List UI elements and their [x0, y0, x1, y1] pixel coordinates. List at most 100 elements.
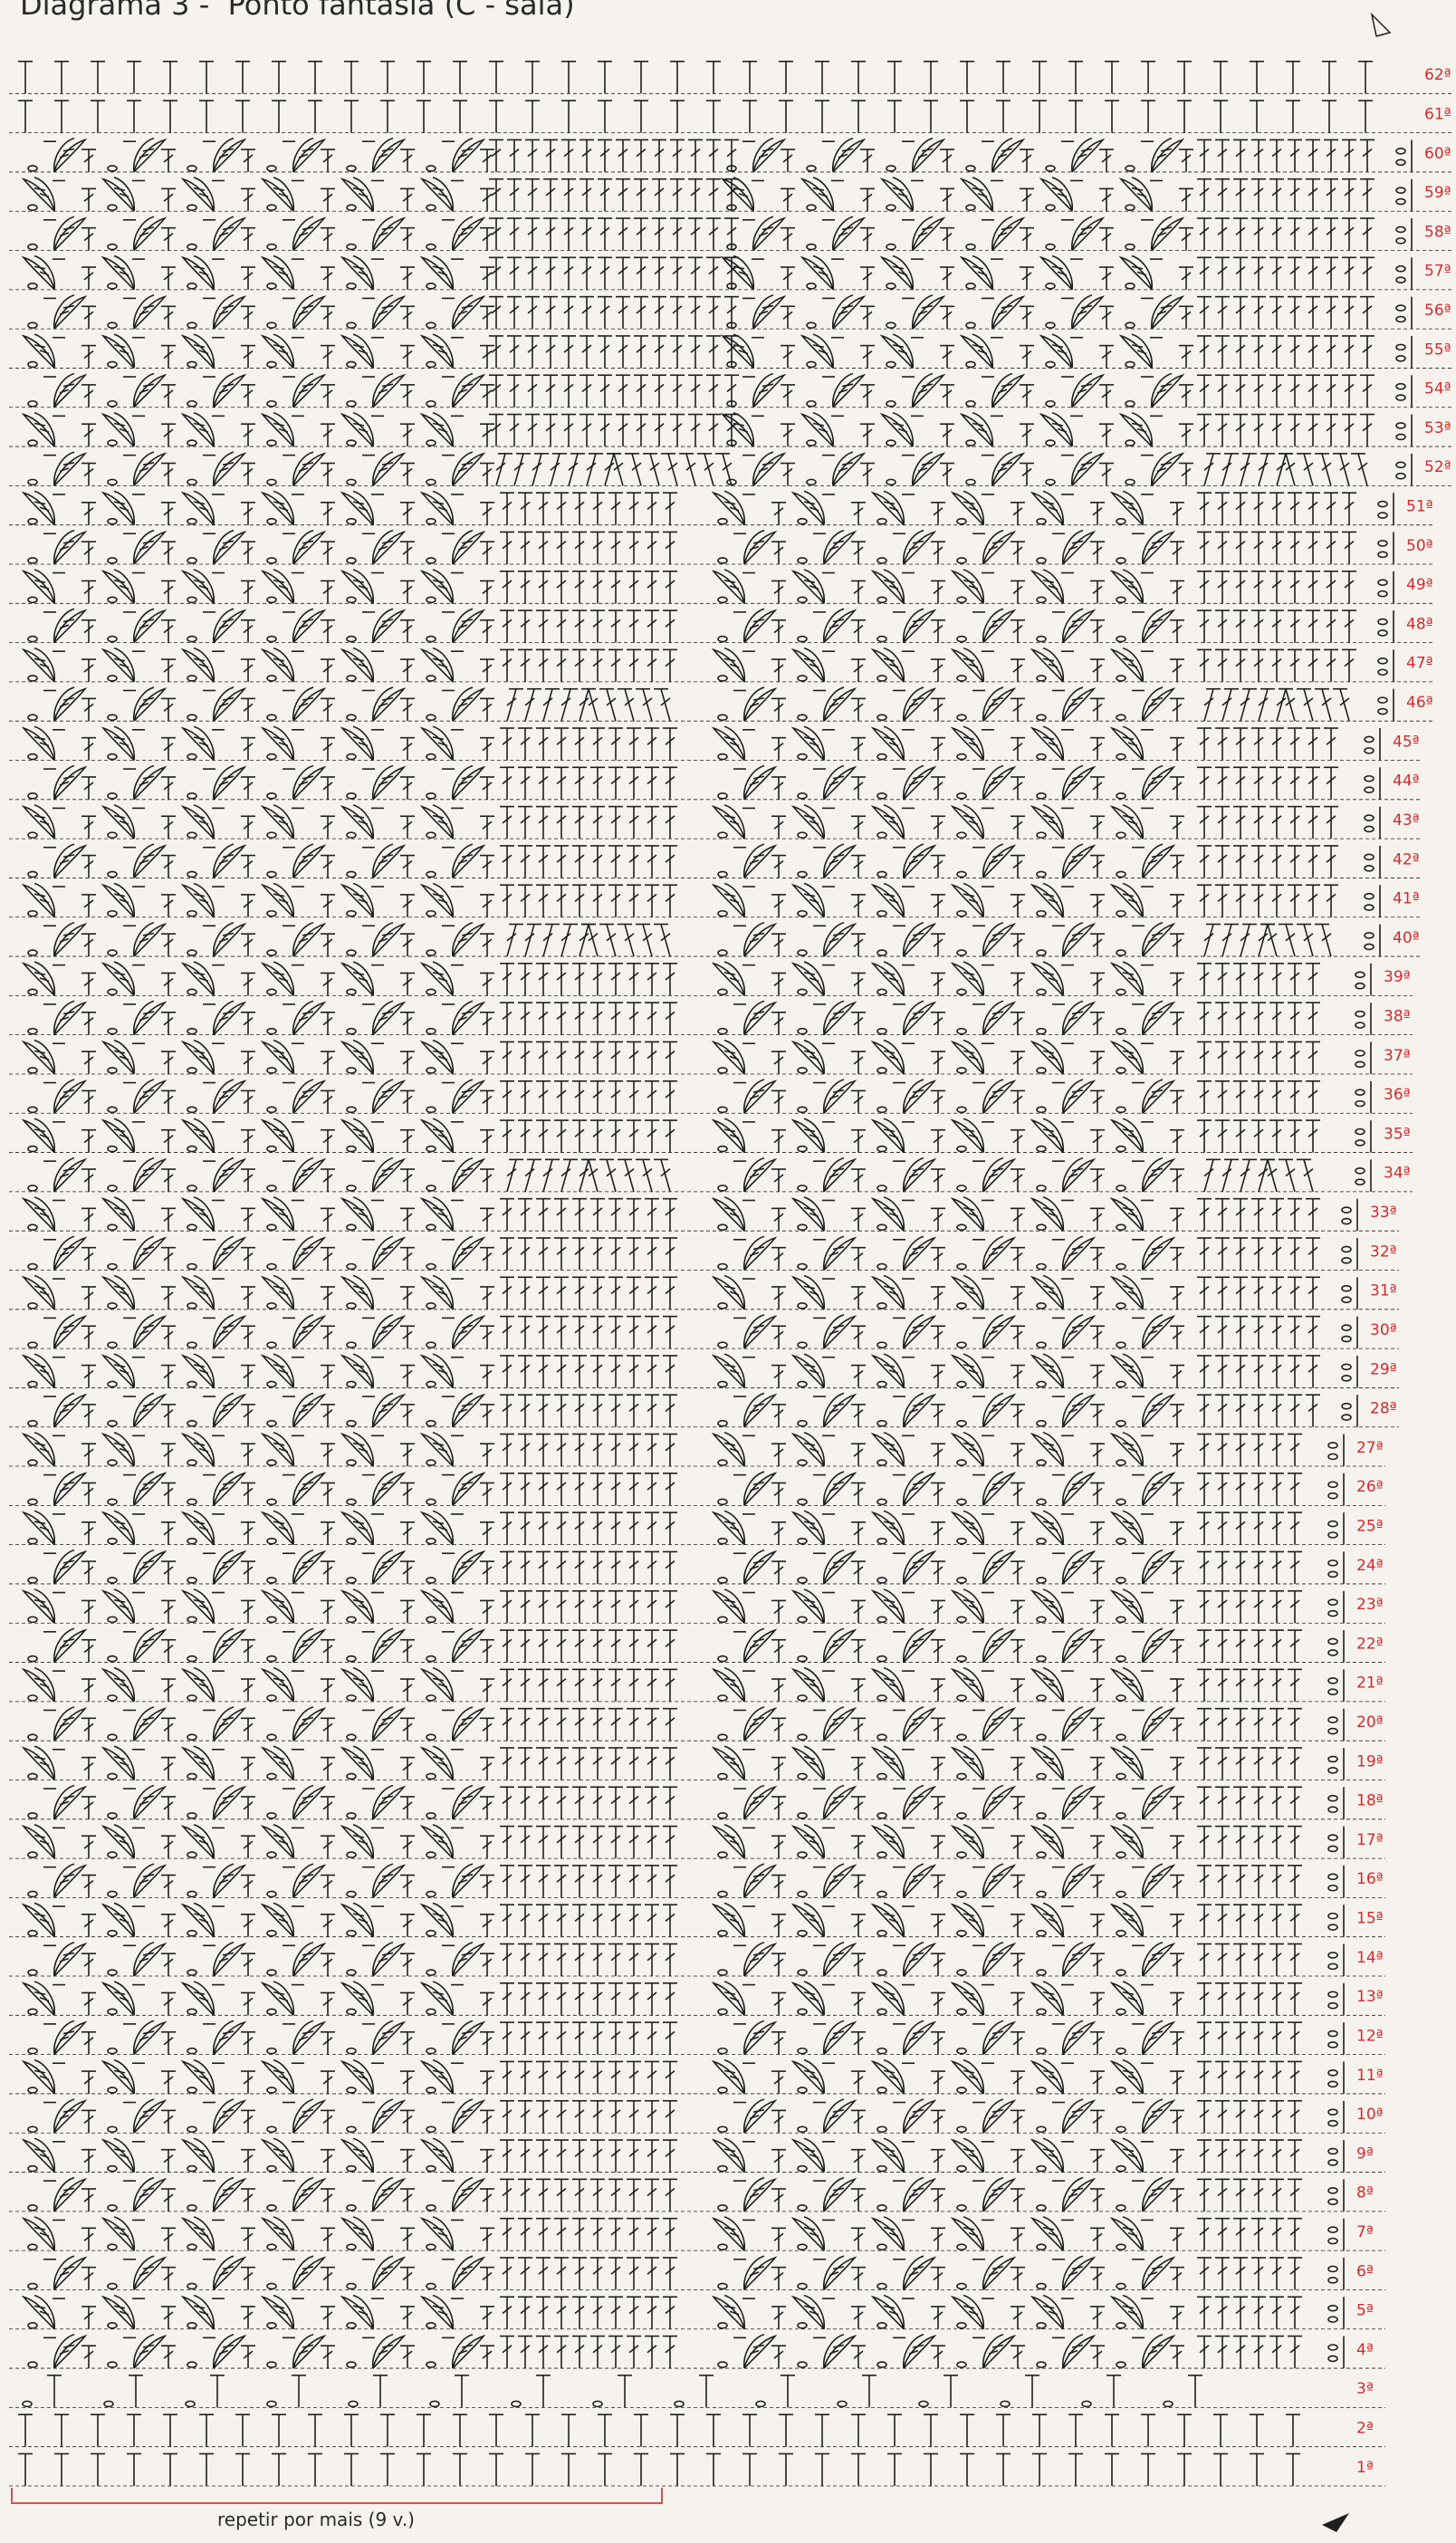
row-number-label: 50ª [1406, 537, 1433, 555]
row-number-label: 3ª [1356, 2380, 1374, 2398]
chart-row [9, 962, 1413, 995]
chart-row [9, 1668, 1385, 1702]
chart-row [9, 2060, 1385, 2094]
row-number-label: 31ª [1370, 1282, 1397, 1300]
row-number-label: 34ª [1384, 1165, 1411, 1183]
row-number-label: 8ª [1356, 2184, 1374, 2202]
row-number-label: 33ª [1370, 1204, 1397, 1222]
chart-row [9, 1589, 1385, 1623]
chart-row [9, 766, 1422, 800]
chart-row [9, 1315, 1399, 1348]
repeat-note: repetir por mais (9 v.) [217, 2509, 415, 2530]
row-number-label: 44ª [1393, 772, 1420, 791]
row-number-label: 29ª [1370, 1360, 1397, 1378]
row-number-label: 42ª [1393, 850, 1420, 868]
chart-row [9, 334, 1453, 368]
chart-row [9, 883, 1422, 916]
chart-row [9, 1903, 1385, 1936]
row-number-label: 17ª [1356, 1831, 1384, 1849]
chart-row [9, 1511, 1385, 1544]
chart-row [9, 1825, 1385, 1858]
chart-row [9, 687, 1435, 721]
row-number-label: 57ª [1424, 263, 1451, 281]
chart-row [9, 1550, 1385, 1584]
end-arrow-icon [1372, 14, 1390, 36]
row-number-label: 6ª [1356, 2262, 1374, 2280]
row-number-label: 32ª [1370, 1243, 1397, 1261]
row-number-label: 59ª [1424, 184, 1451, 202]
chart-row [9, 1786, 1385, 1819]
row-number-label: 55ª [1424, 341, 1451, 359]
row-number-label: 14ª [1356, 1949, 1384, 1967]
chart-row [9, 178, 1453, 211]
row-number-label: 1ª [1356, 2459, 1374, 2477]
row-number-label: 24ª [1356, 1557, 1384, 1575]
row-number-label: 40ª [1393, 929, 1420, 947]
start-arrow-icon [1322, 2513, 1349, 2532]
row-number-label: 54ª [1424, 380, 1451, 398]
chart-row [9, 1982, 1385, 2015]
chart-row [9, 609, 1435, 642]
row-number-label: 48ª [1406, 615, 1433, 633]
row-number-label: 16ª [1356, 1870, 1384, 1888]
row-number-label: 39ª [1384, 968, 1411, 986]
row-number-label: 27ª [1356, 1439, 1384, 1457]
row-number-label: 58ª [1424, 223, 1451, 241]
chart-row [9, 2335, 1385, 2368]
chart-row [9, 373, 1453, 407]
chart-row [9, 1080, 1413, 1113]
chart-row [9, 1433, 1385, 1466]
chart-row [9, 531, 1435, 564]
chart-row [9, 1393, 1399, 1426]
chart-row [9, 2295, 1385, 2328]
chart-row [9, 2099, 1385, 2133]
row-number-label: 46ª [1406, 694, 1433, 712]
chart-row [9, 1472, 1385, 1505]
chart-row [9, 101, 1453, 133]
row-number-label: 30ª [1370, 1321, 1397, 1339]
chart-row [9, 1864, 1385, 1897]
chart-row [9, 216, 1453, 250]
chart-row [9, 1628, 1385, 1662]
chart-row [9, 452, 1453, 485]
row-number-label: 62ª [1424, 66, 1451, 84]
row-number-label: 19ª [1356, 1752, 1384, 1771]
row-number-label: 2ª [1356, 2420, 1374, 2438]
chart-row [9, 570, 1435, 603]
row-number-label: 41ª [1393, 890, 1420, 908]
chart-row [9, 1236, 1399, 1270]
chart-row [9, 2414, 1385, 2447]
row-number-label: 38ª [1384, 1008, 1411, 1026]
row-number-label: 49ª [1406, 576, 1433, 594]
chart-row [9, 1746, 1385, 1780]
row-number-label: 36ª [1384, 1086, 1411, 1104]
row-number-label: 18ª [1356, 1792, 1384, 1810]
row-number-label: 9ª [1356, 2145, 1374, 2163]
row-number-label: 20ª [1356, 1713, 1384, 1732]
chart-row [9, 648, 1435, 682]
chart-row [9, 805, 1422, 839]
chart-row [9, 2178, 1385, 2212]
chart-row [9, 2138, 1385, 2172]
chart-row [9, 295, 1453, 329]
row-number-label: 5ª [1356, 2302, 1374, 2320]
row-number-label: 10ª [1356, 2106, 1384, 2124]
row-number-label: 12ª [1356, 2027, 1384, 2045]
chart-row [9, 256, 1453, 290]
chart-row [9, 1118, 1413, 1152]
row-number-label: 35ª [1384, 1125, 1411, 1143]
row-number-label: 15ª [1356, 1910, 1384, 1928]
row-number-label: 61ª [1424, 105, 1451, 123]
chart-row [9, 2453, 1385, 2486]
chart-row [9, 413, 1453, 446]
repeat-bracket [11, 2488, 663, 2504]
row-number-label: 25ª [1356, 1517, 1384, 1535]
chart-row [9, 2256, 1385, 2289]
chart-row [9, 1276, 1399, 1310]
chart-row [9, 1158, 1413, 1192]
row-number-label: 13ª [1356, 1988, 1384, 2006]
chart-row [9, 62, 1453, 94]
row-number-label: 21ª [1356, 1675, 1384, 1693]
chart-row [9, 844, 1422, 878]
